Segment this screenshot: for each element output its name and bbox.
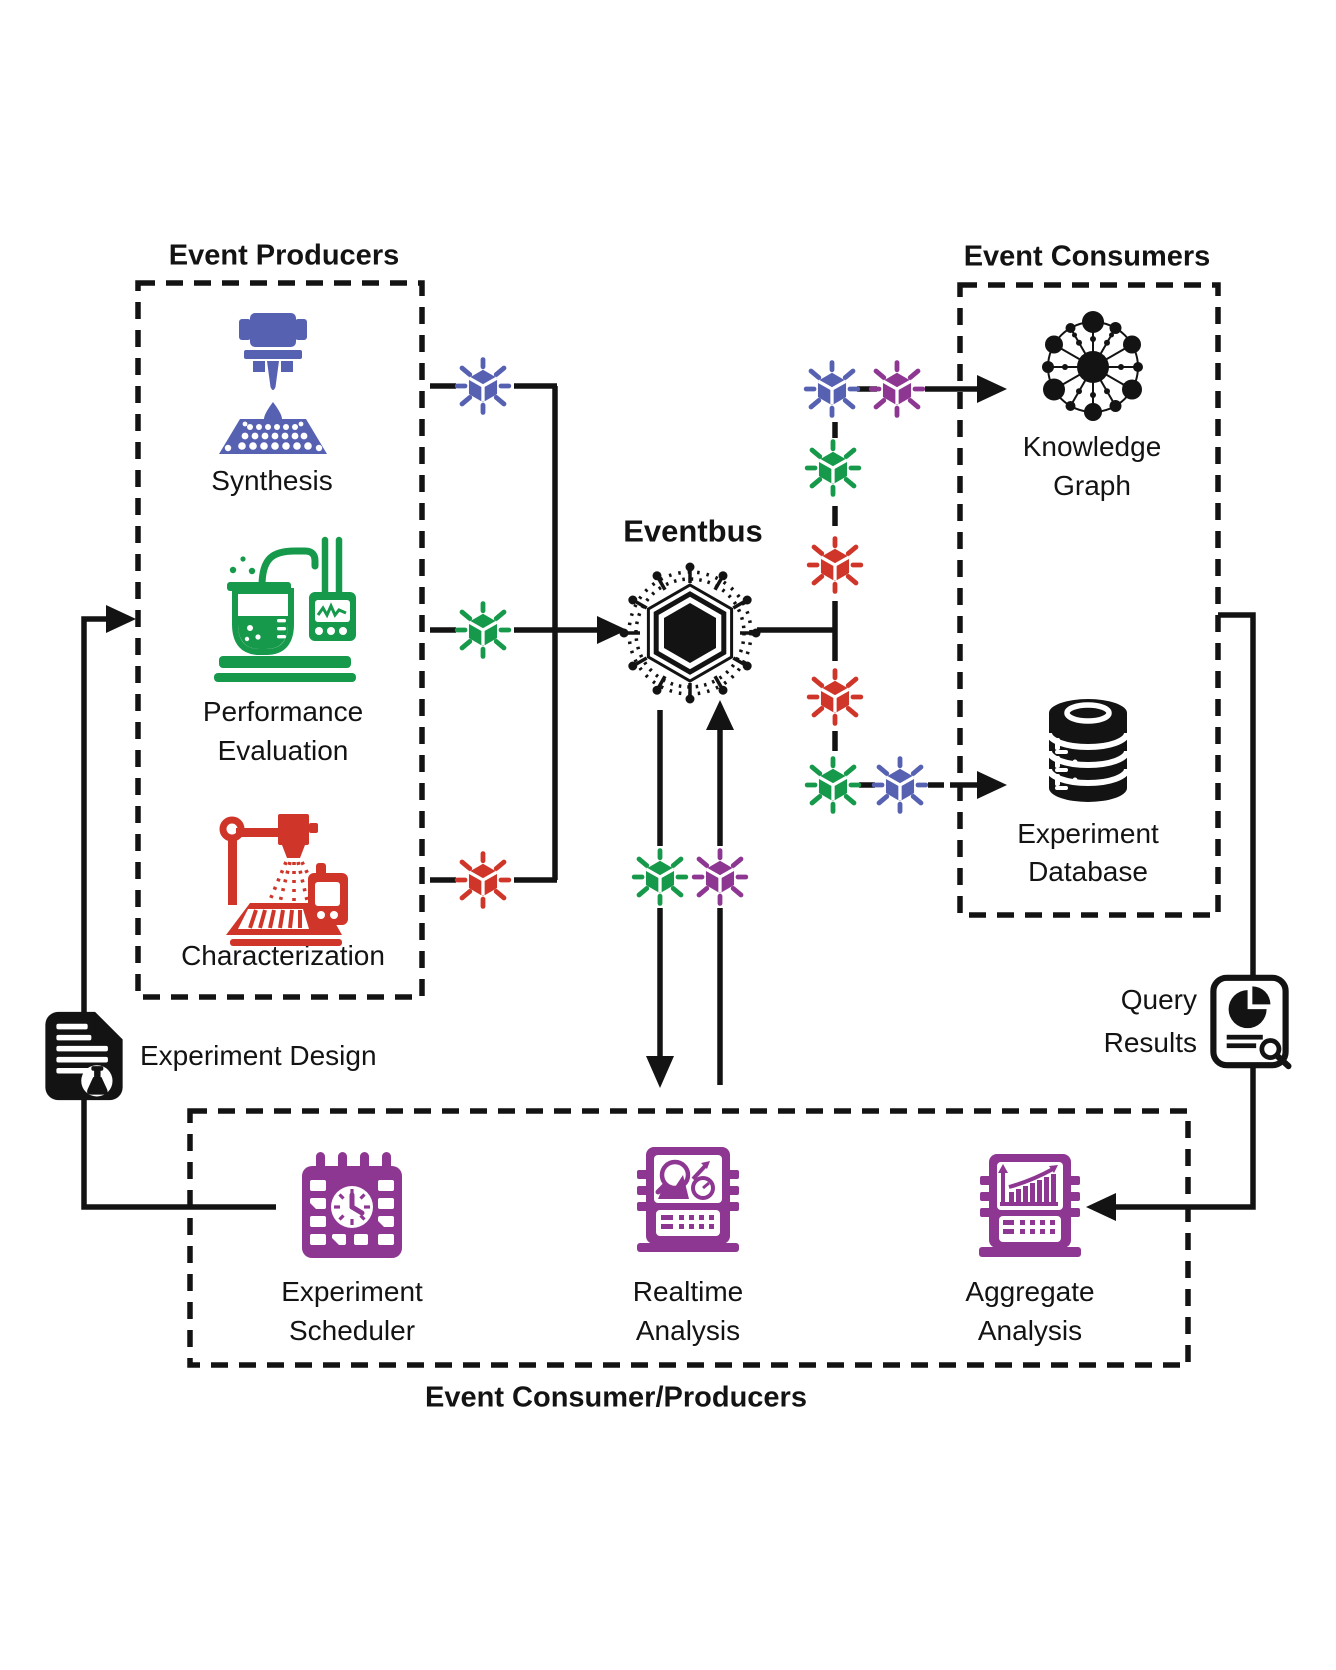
experiment-scheduler-label-2: Scheduler xyxy=(288,1315,416,1346)
event-producers-box xyxy=(135,280,425,1000)
realtime-analysis-icon xyxy=(637,1147,739,1252)
experiment-scheduler-icon xyxy=(302,1152,402,1258)
knowledge-graph-label-2: Graph xyxy=(1053,470,1131,501)
experiment-database-icon xyxy=(1046,699,1130,802)
event-marker-green-chain-1 xyxy=(803,438,863,498)
event-marker-purple-uplink xyxy=(690,847,750,907)
performance-evaluation-label-1: Performance xyxy=(202,696,364,727)
experiment-database-label-1: Experiment xyxy=(1017,818,1159,849)
event-marker-red-characterization xyxy=(453,850,513,910)
arrowhead-into-eventbus xyxy=(597,616,627,644)
performance-evaluation-icon xyxy=(214,536,356,682)
experiment-database-label-2: Database xyxy=(1028,856,1148,887)
synthesis-icon xyxy=(219,313,327,454)
arrowheads xyxy=(106,375,1116,1221)
characterization-icon xyxy=(219,814,348,946)
event-consumer-producers-box xyxy=(187,1108,1191,1368)
aggregate-analysis-icon xyxy=(979,1154,1081,1257)
event-marker-green-downlink xyxy=(630,847,690,907)
arrowhead-down xyxy=(646,1056,674,1088)
arrowhead-aggregate xyxy=(1086,1193,1116,1221)
event-marker-red-chain-1 xyxy=(805,535,865,595)
event-marker-blue-synthesis xyxy=(453,356,513,416)
characterization-label: Characterization xyxy=(181,940,385,971)
arrowhead-into-producers xyxy=(106,605,136,633)
knowledge-graph-label-1: Knowledge xyxy=(1022,431,1162,462)
query-results-label-1: Query xyxy=(1120,984,1197,1015)
arrowhead-database xyxy=(977,771,1007,799)
event-marker-blue-to-db xyxy=(870,755,930,815)
synthesis-label: Synthesis xyxy=(211,465,333,496)
experiment-scheduler-label-1: Experiment xyxy=(281,1276,423,1307)
experiment-design-label: Experiment Design xyxy=(140,1040,377,1071)
event-marker-green-performance xyxy=(453,600,513,660)
event-consumer-producers-title: Event Consumer/Producers xyxy=(425,1381,807,1414)
query-results-icon xyxy=(1210,974,1292,1070)
aggregate-analysis-label-1: Aggregate xyxy=(965,1276,1095,1307)
pair-dashes xyxy=(857,386,944,788)
arrowhead-up xyxy=(706,700,734,730)
consumers-to-aggregate-line xyxy=(1112,612,1256,1210)
event-marker-blue-to-kg xyxy=(802,359,862,419)
feed-lines xyxy=(514,383,600,883)
scheduler-to-producers-line xyxy=(81,616,276,1210)
event-consumers-box xyxy=(957,282,1221,918)
arrowhead-knowledge-graph xyxy=(977,375,1007,403)
performance-evaluation-label-2: Evaluation xyxy=(217,735,349,766)
eventbus-icon xyxy=(619,562,761,704)
event-marker-green-to-db xyxy=(803,755,863,815)
aggregate-analysis-label-2: Analysis xyxy=(977,1315,1083,1346)
query-results-label-2: Results xyxy=(1103,1027,1197,1058)
experiment-design-icon xyxy=(45,1010,130,1101)
knowledge-graph-icon xyxy=(1042,311,1143,421)
realtime-analysis-label-2: Analysis xyxy=(635,1315,741,1346)
realtime-analysis-label-1: Realtime xyxy=(632,1276,744,1307)
bus-to-chain-line xyxy=(757,601,838,661)
eventbus-title: Eventbus xyxy=(623,513,763,549)
event-marker-red-chain-2 xyxy=(805,667,865,727)
event-producers-title: Event Producers xyxy=(168,239,400,272)
event-consumers-title: Event Consumers xyxy=(963,240,1211,273)
feed-stub-dashes xyxy=(430,383,456,883)
event-marker-purple-to-kg xyxy=(867,359,927,419)
